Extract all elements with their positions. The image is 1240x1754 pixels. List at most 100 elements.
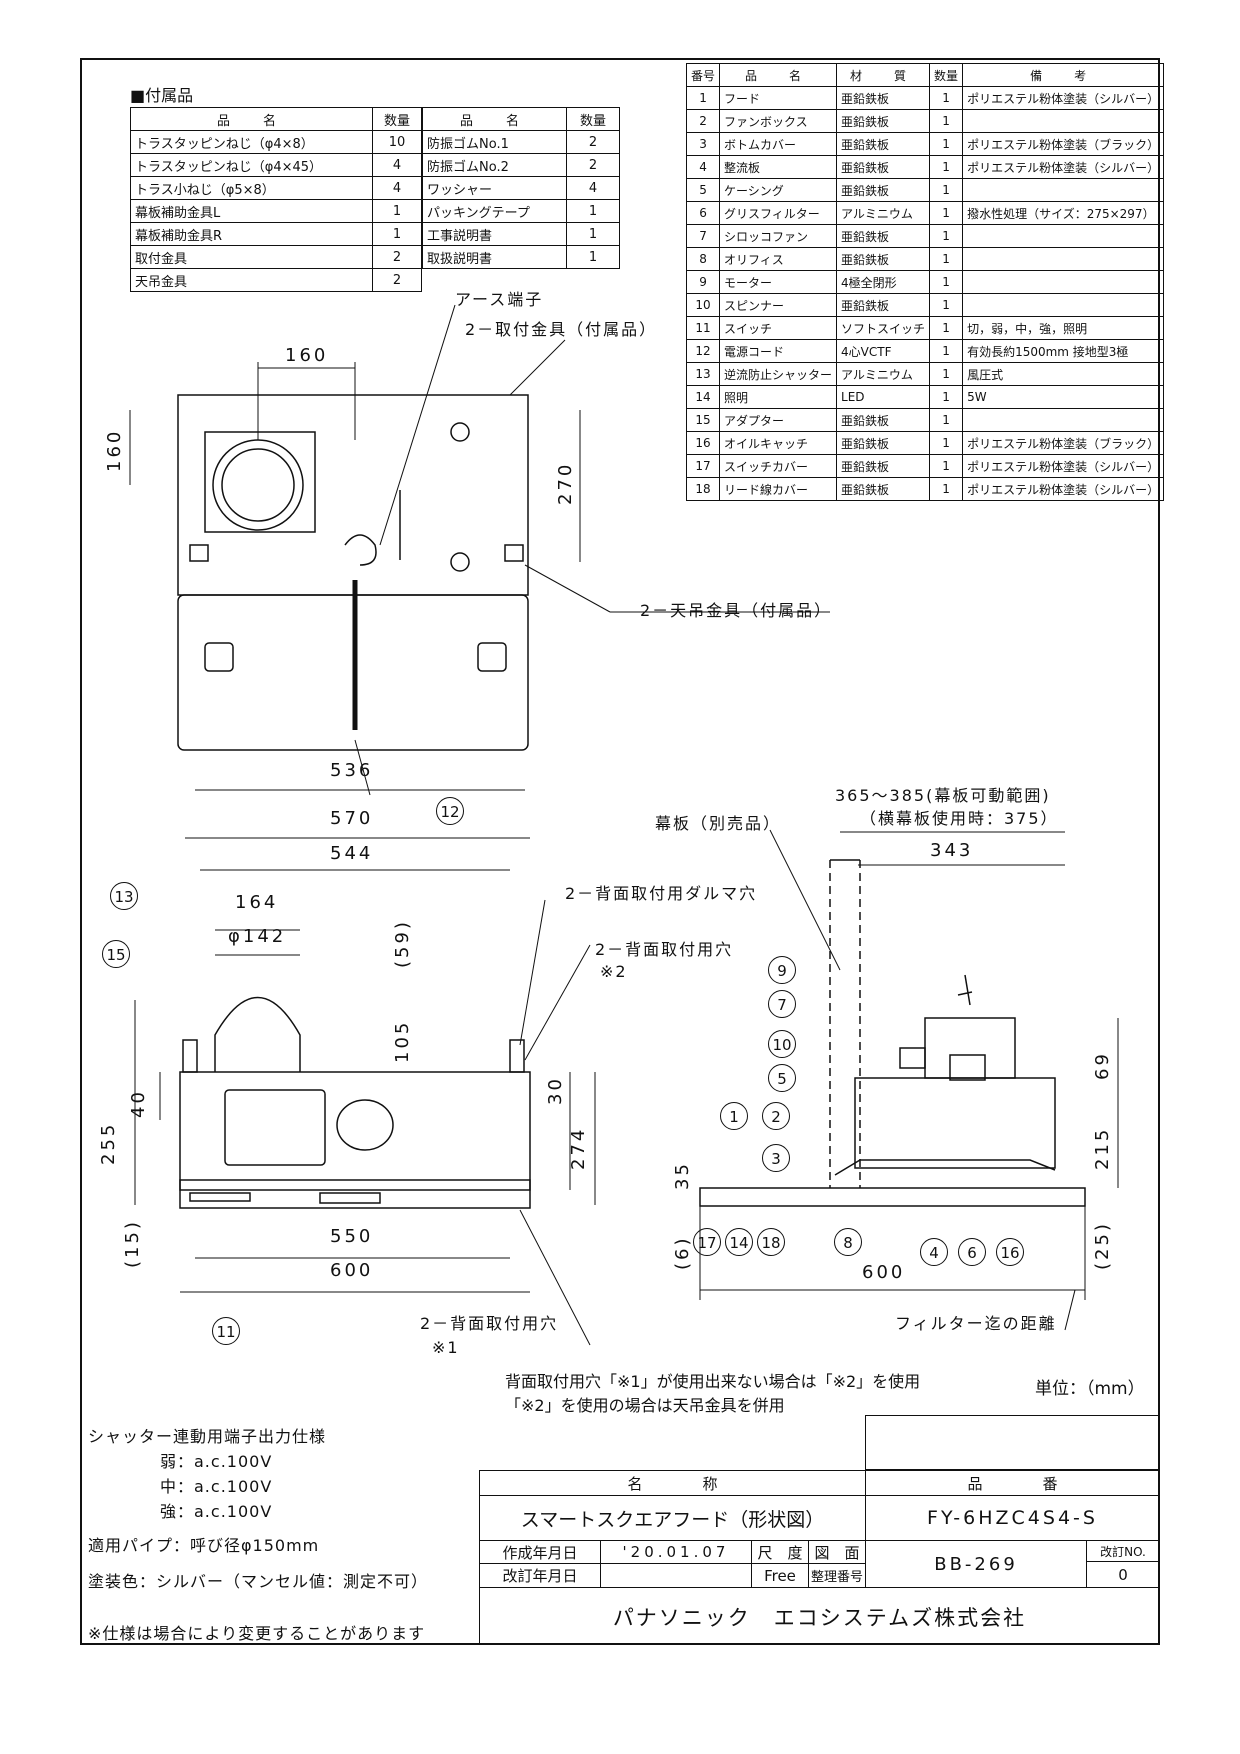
label-ceiling-bracket: 2－天吊金具（付属品） [640, 601, 833, 620]
parts-cell-qty: 1 [929, 201, 964, 225]
spec-weak: 弱：a.c.100V [160, 1452, 273, 1471]
dim-front-40: 40 [128, 1089, 149, 1118]
parts-cell-qty: 1 [929, 224, 964, 248]
dim-side-69: 69 [1092, 1051, 1113, 1080]
callout-15: 15 [102, 940, 130, 968]
dim-front-15: (15) [122, 1219, 143, 1268]
callout-12: 12 [436, 797, 464, 825]
dim-top-160-vertical: 160 [104, 428, 125, 472]
parts-cell-name: スイッチカバー [719, 454, 838, 478]
dim-side-343: 343 [930, 840, 974, 861]
parts-cell-material: 亜鉛鉄板 [836, 86, 931, 110]
acc-header-qty: 数量 [372, 107, 422, 131]
parts-cell-no: 12 [685, 339, 721, 363]
callout-5: 5 [768, 1064, 796, 1092]
label-mount-bracket: 2－取付金具（付属品） [465, 320, 658, 339]
acc-right-cell-name: 工事説明書 [422, 222, 567, 246]
parts-cell-no: 2 [685, 109, 721, 133]
parts-cell-note [962, 109, 1165, 133]
unit-label: 単位：（mm） [1035, 1379, 1145, 1399]
parts-cell-material: アルミニウム [836, 201, 931, 225]
acc-left-cell-qty: 1 [372, 199, 422, 223]
side-view [699, 859, 1086, 1207]
parts-cell-material: ソフトスイッチ [836, 316, 931, 340]
title-name-header: 名 称 [479, 1470, 866, 1496]
front-view-duct [214, 996, 301, 1072]
parts-cell-material: 亜鉛鉄板 [836, 477, 931, 501]
title-part-header: 品 番 [865, 1470, 1160, 1496]
dim-front-142: φ142 [228, 926, 287, 947]
parts-cell-name: ボトムカバー [719, 132, 838, 156]
parts-cell-material: 亜鉛鉄板 [836, 454, 931, 478]
parts-cell-name: オリフィス [719, 247, 838, 271]
parts-cell-name: 整流板 [719, 155, 838, 179]
parts-cell-material: 亜鉛鉄板 [836, 293, 931, 317]
parts-cell-no: 3 [685, 132, 721, 156]
top-view-body [177, 394, 529, 596]
parts-cell-qty: 1 [929, 247, 964, 271]
acc-right-cell-qty: 4 [566, 176, 620, 200]
parts-cell-material: 亜鉛鉄板 [836, 178, 931, 202]
parts-cell-material: 亜鉛鉄板 [836, 132, 931, 156]
drawing-frame [80, 58, 1160, 1645]
front-view [179, 996, 531, 1209]
callout-16: 16 [996, 1238, 1024, 1266]
title-scale-value: Free [751, 1563, 809, 1588]
dim-front-544: 544 [330, 843, 374, 864]
spec-paint: 塗装色：シルバー（マンセル値：測定不可） [88, 1572, 429, 1591]
label-note-2: ※2 [600, 962, 628, 981]
title-ref-label: 整理番号 [808, 1563, 866, 1588]
side-view-base [699, 1187, 1086, 1207]
parts-cell-note: ポリエステル粉体塗装（シルバー） [962, 454, 1165, 478]
parts-cell-note [962, 247, 1165, 271]
spec-shutter-heading: シャッター連動用端子出力仕様 [88, 1427, 327, 1446]
title-block: 名 称 品 番 スマートスクエアフード（形状図） FY-6HZC4S4-S 作成… [479, 1415, 1160, 1645]
parts-cell-note [962, 224, 1165, 248]
parts-cell-name: スピンナー [719, 293, 838, 317]
title-scale-label: 尺 度 [751, 1540, 809, 1564]
acc-left-cell-qty: 4 [372, 153, 422, 177]
parts-cell-name: シロッコファン [719, 224, 838, 248]
parts-cell-name: アダプター [719, 408, 838, 432]
parts-cell-qty: 1 [929, 86, 964, 110]
parts-cell-material: 4心VCTF [836, 339, 931, 363]
label-range-sub: （横幕板使用時：375） [860, 809, 1059, 828]
parts-cell-name: ケーシング [719, 178, 838, 202]
title-blank-cell [865, 1415, 1160, 1470]
dim-top-270: 270 [555, 461, 576, 505]
parts-cell-no: 6 [685, 201, 721, 225]
acc-right-cell-qty: 2 [566, 153, 620, 177]
dim-top-160: 160 [285, 345, 329, 366]
dim-front-600: 600 [330, 1260, 374, 1281]
spec-disclaimer: ※仕様は場合により変更することがあります [88, 1624, 426, 1643]
acc-left-cell-name: トラス小ねじ（φ5×8） [130, 176, 373, 200]
parts-cell-note: ポリエステル粉体塗装（シルバー） [962, 477, 1165, 501]
label-filter-distance: フィルター迄の距離 [895, 1314, 1057, 1333]
parts-cell-no: 16 [685, 431, 721, 455]
callout-13: 13 [110, 882, 138, 910]
acc-left-cell-name: トラスタッピンねじ（φ4×45） [130, 153, 373, 177]
parts-cell-name: オイルキャッチ [719, 431, 838, 455]
leader-lines [354, 304, 1076, 1346]
front-view-bottom [179, 1179, 531, 1209]
dim-front-550: 550 [330, 1226, 374, 1247]
acc-left-cell-name: 取付金具 [130, 245, 373, 269]
acc-left-cell-qty: 2 [372, 268, 422, 292]
top-view-duct-inner [221, 448, 295, 522]
dim-side-600: 600 [862, 1262, 906, 1283]
callout-18: 18 [757, 1228, 785, 1256]
